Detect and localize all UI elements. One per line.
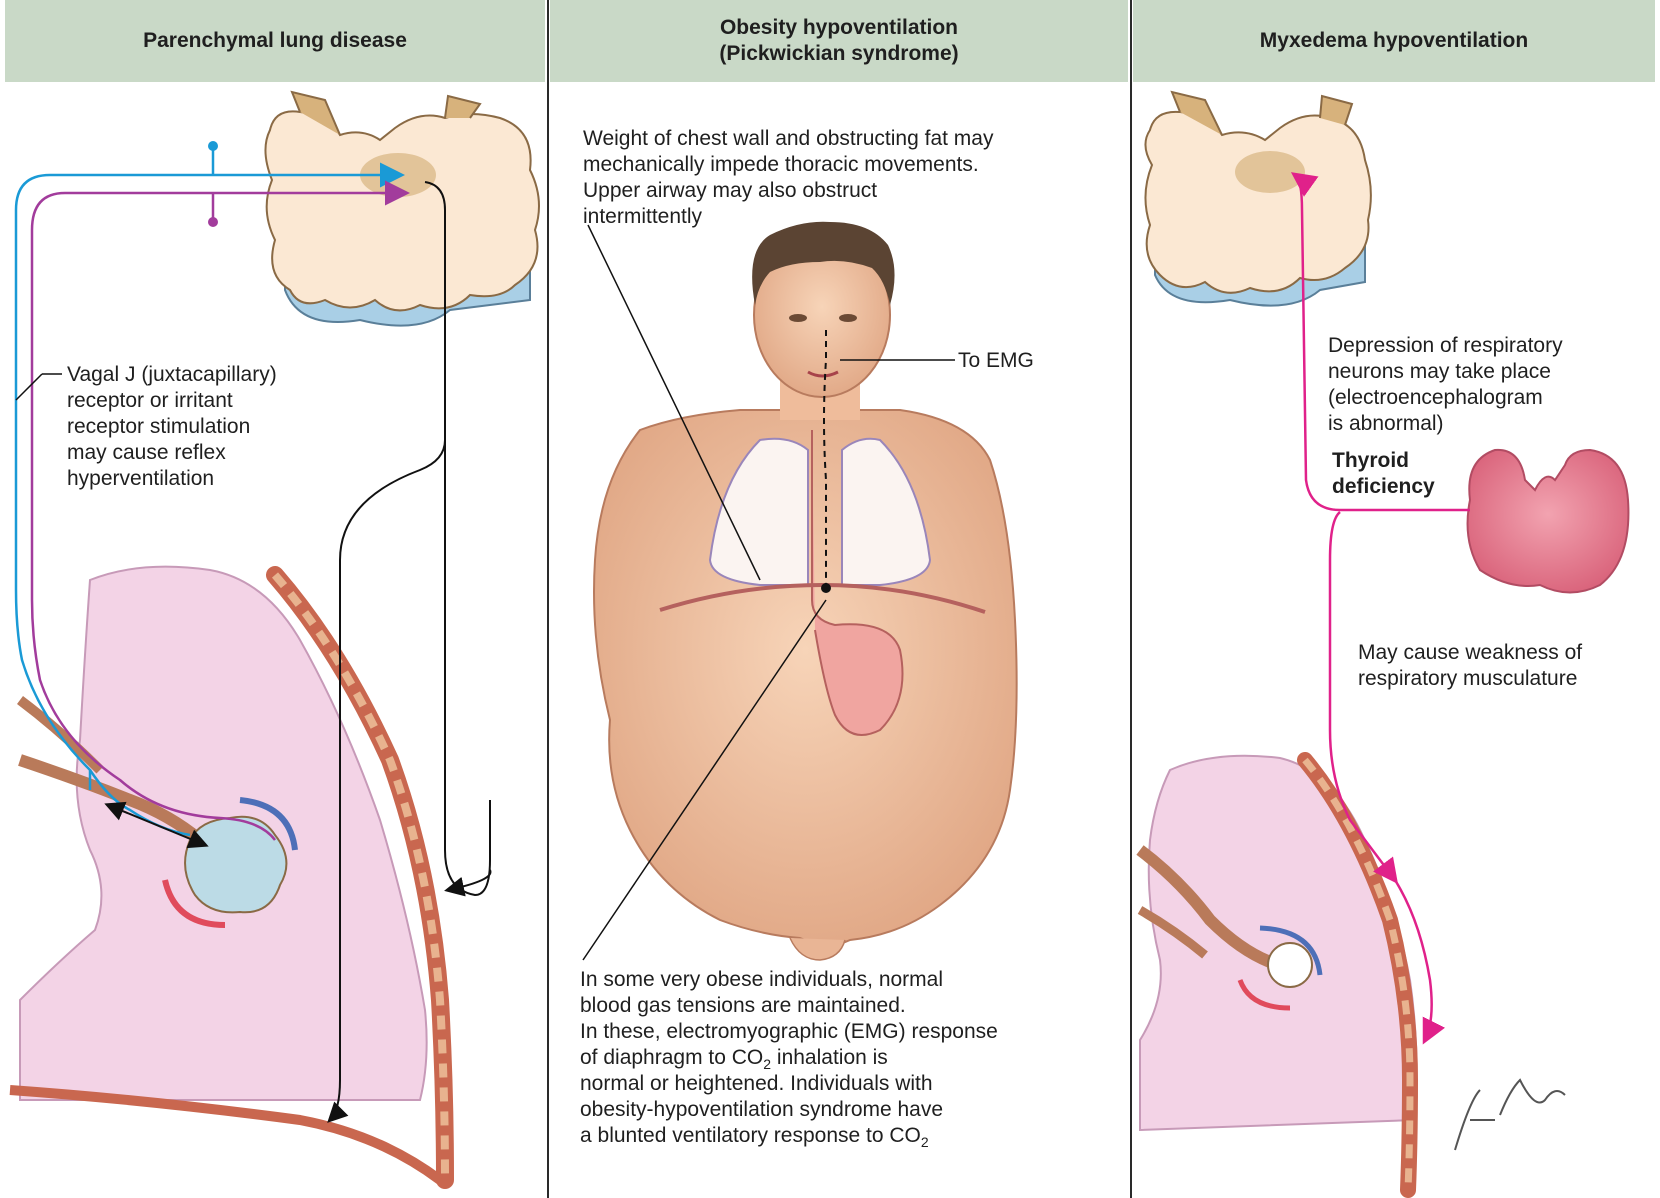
label-weight-line: intermittently xyxy=(583,204,993,230)
label-muscle-weakness: May cause weakness of respiratory muscul… xyxy=(1358,640,1582,692)
label-vagal-receptor: Vagal J (juxtacapillary) receptor or irr… xyxy=(67,362,277,492)
label-vagal-line: hyperventilation xyxy=(67,466,277,492)
label-weakness-line: May cause weakness of xyxy=(1358,640,1582,666)
label-obese-line: blood gas tensions are maintained. xyxy=(580,993,998,1019)
label-thyroid-deficiency: Thyroid deficiency xyxy=(1332,448,1435,500)
label-thyroid-line: Thyroid xyxy=(1332,448,1435,474)
label-obese-individuals: In some very obese individuals, normal b… xyxy=(580,967,998,1149)
artist-signature xyxy=(1455,1080,1565,1150)
label-obese-line: of diaphragm to CO2 inhalation is xyxy=(580,1045,998,1071)
label-obese-line: In some very obese individuals, normal xyxy=(580,967,998,993)
label-depression-line: (electroencephalogram xyxy=(1328,385,1563,411)
lung-right xyxy=(1140,756,1417,1190)
label-vagal-line: receptor stimulation xyxy=(67,414,277,440)
label-obese-line: normal or heightened. Individuals with xyxy=(580,1071,998,1097)
label-vagal-line: receptor or irritant xyxy=(67,388,277,414)
thyroid-gland xyxy=(1468,450,1629,593)
label-depression-line: neurons may take place xyxy=(1328,359,1563,385)
spinal-cord-section-left xyxy=(265,92,539,326)
label-weight-line: Weight of chest wall and obstructing fat… xyxy=(583,126,993,152)
spinal-cord-section-right xyxy=(1145,92,1370,306)
label-vagal-line: Vagal J (juxtacapillary) xyxy=(67,362,277,388)
label-obese-line: a blunted ventilatory response to CO2 xyxy=(580,1123,998,1149)
label-depression-line: Depression of respiratory xyxy=(1328,333,1563,359)
label-weight-line: Upper airway may also obstruct xyxy=(583,178,993,204)
label-vagal-line: may cause reflex xyxy=(67,440,277,466)
label-obese-line: In these, electromyographic (EMG) respon… xyxy=(580,1019,998,1045)
label-thyroid-line: deficiency xyxy=(1332,474,1435,500)
label-depression-line: is abnormal) xyxy=(1328,411,1563,437)
label-chest-wall-weight: Weight of chest wall and obstructing fat… xyxy=(583,126,993,230)
label-depression-neurons: Depression of respiratory neurons may ta… xyxy=(1328,333,1563,437)
label-weakness-line: respiratory musculature xyxy=(1358,666,1582,692)
label-weight-line: mechanically impede thoracic movements. xyxy=(583,152,993,178)
lung-left xyxy=(10,567,445,1180)
label-obese-line: obesity-hypoventilation syndrome have xyxy=(580,1097,998,1123)
label-to-emg-text: To EMG xyxy=(958,349,1034,372)
label-to-emg: To EMG xyxy=(958,348,1034,374)
